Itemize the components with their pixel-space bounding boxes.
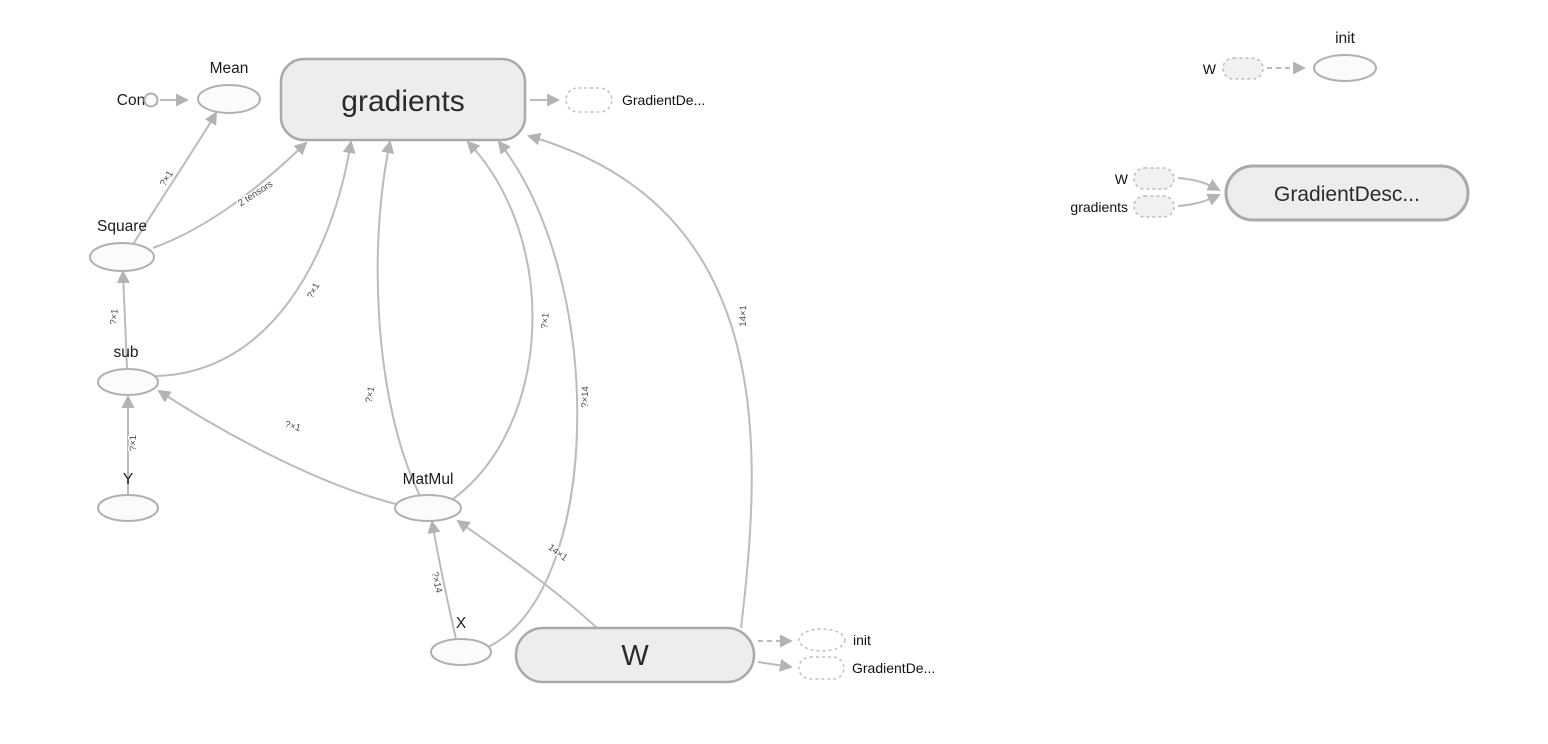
aux-node-init[interactable]: init W [1203,30,1377,82]
aux-node-gradient-descent[interactable]: W gradients GradientDesc... [1070,164,1470,222]
node-square-shape[interactable] [89,242,155,272]
edge-path [152,141,308,249]
edge-path [487,140,579,648]
node-const-shape[interactable] [143,92,159,108]
edge-label: 2 tensors [236,179,275,210]
ref-w-init[interactable]: init [798,628,871,652]
ref-gradients-gd-shape[interactable] [565,87,613,113]
node-matmul-label: MatMul [403,471,454,488]
ref-gradients-gradient-descent[interactable]: GradientDe... [565,87,705,113]
edge-matmul-to-sub: ?×1 [157,389,397,505]
node-sub-label: sub [114,344,139,361]
edge-path [1177,177,1221,191]
edge-path [456,519,598,629]
edge-w-to-gradients: 14×1 [527,132,753,629]
edge-label: ?×1 [283,419,302,434]
edge-label: ?×1 [128,435,139,451]
node-matmul-shape[interactable] [394,494,462,522]
edge-path [133,111,217,244]
aux-gd-input-gradients-label: gradients [1070,199,1128,215]
edge-matmul-to-gradients-b: ?×1 [452,140,553,500]
edge-w-to-gd-ref [757,658,793,672]
node-gradients-shape[interactable] [279,57,527,142]
edge-path [376,140,421,497]
aux-gd-label: GradientDesc... [1274,183,1420,206]
node-square[interactable]: Square [89,218,155,272]
aux-init-input-w-capsule[interactable] [1222,57,1264,80]
edge-y-to-sub: ?×1 [121,395,141,494]
edge-path [155,140,356,377]
ref-w-init-label: init [853,632,871,648]
aux-gd-input-w-label: W [1115,171,1129,187]
node-y-shape[interactable] [97,494,159,522]
node-mean-label: Mean [210,60,249,77]
node-y-label: Y [123,471,133,488]
aux-gd-shape[interactable] [1224,164,1470,222]
edge-label: 14×1 [546,542,570,564]
ref-w-init-shape[interactable] [798,628,846,652]
node-sub-shape[interactable] [97,368,159,396]
edge-aux-w-to-gd [1177,177,1221,191]
edge-x-to-matmul: ?×14 [427,520,457,640]
edge-label: ?×1 [539,312,551,329]
ref-w-gd-shape[interactable] [798,656,845,680]
edge-square-to-gradients: 2 tensors [152,141,308,249]
node-matmul[interactable]: MatMul [394,471,462,522]
edge-sub-to-square: ?×1 [107,270,130,369]
edge-label: ?×1 [108,308,120,325]
aux-gd-input-gradients-capsule[interactable] [1133,195,1175,218]
node-w-label: W [621,640,649,672]
node-square-label: Square [97,218,147,235]
edge-label: 14×1 [738,305,749,327]
node-x-label: X [456,615,467,632]
ref-w-gradient-descent[interactable]: GradientDe... [798,656,935,680]
edge-path [452,140,534,500]
edge-matmul-to-gradients-a: ?×1 [362,140,421,497]
aux-init-shape[interactable] [1313,54,1377,82]
edge-path [427,520,457,640]
aux-gd-input-w-capsule[interactable] [1133,167,1175,190]
node-x-shape[interactable] [430,638,492,666]
node-gradients-label: gradients [341,85,464,118]
node-w[interactable]: W [514,626,756,684]
edge-label: ?×1 [305,281,322,300]
edge-path [116,270,130,369]
node-sub[interactable]: sub [97,344,159,396]
edge-path [1177,193,1221,207]
edge-path [527,132,753,629]
edge-x-to-gradients: ?×14 [487,140,593,648]
node-const[interactable]: Const [117,92,159,109]
node-y[interactable]: Y [97,471,159,522]
node-mean[interactable]: Mean [197,60,261,114]
node-gradients[interactable]: gradients [279,57,527,142]
edge-sub-to-gradients: ?×1 [155,140,356,377]
aux-init-input-w-label: W [1203,61,1217,77]
node-mean-shape[interactable] [197,84,261,114]
ref-w-gd-label: GradientDe... [852,660,935,676]
edge-aux-gradients-to-gd [1177,193,1221,207]
aux-init-title: init [1335,30,1356,47]
ref-gradients-gd-label: GradientDe... [622,92,705,108]
edge-path [157,389,397,505]
node-w-shape[interactable] [514,626,756,684]
edge-layer: ?×1 2 tensors ?×1 ?×1 ?×1 ?×1 ?×1 [107,61,1306,672]
node-x[interactable]: X [430,615,492,666]
edge-label: ?×1 [158,169,176,189]
edge-path [757,658,793,672]
edge-label: ?×14 [580,386,591,408]
edge-label: ?×1 [364,386,378,404]
